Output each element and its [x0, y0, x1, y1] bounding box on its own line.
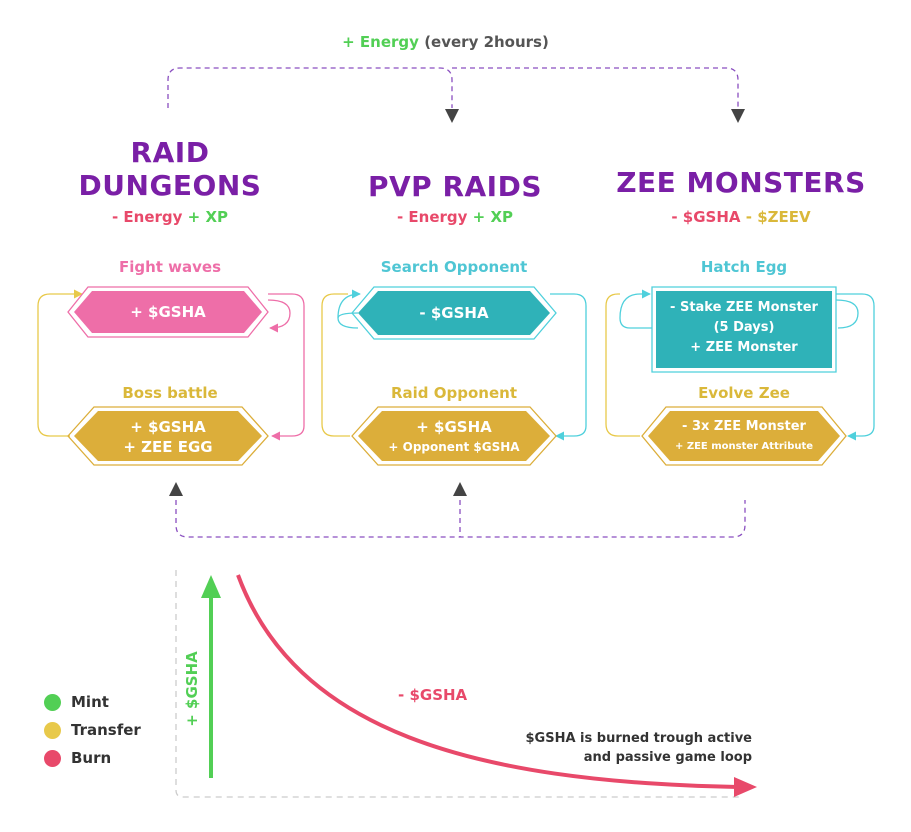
raid-title-line1: RAID	[130, 136, 210, 169]
raid-top-box-text: + $GSHA	[130, 303, 206, 321]
transfer-dot-icon	[44, 721, 61, 739]
burn-note: $GSHA is burned trough active and passiv…	[500, 729, 752, 767]
raid-bottom-line1: + $GSHA	[130, 418, 206, 436]
raid-title-line2: DUNGEONS	[78, 169, 262, 202]
graph-frame	[175, 570, 740, 798]
pvp-bottom-box	[351, 406, 557, 466]
legend-label-burn: Burn	[71, 749, 112, 767]
zee-subtitle: - $GSHA - $ZEEV	[616, 208, 866, 226]
mint-axis-label: + $GSHA	[183, 651, 201, 727]
pvp-bottom-line1: + $GSHA	[416, 418, 492, 436]
zee-top-line2: (5 Days)	[713, 320, 775, 335]
pvp-loops	[321, 289, 587, 441]
legend-item-mint: Mint	[44, 688, 141, 716]
zee-title: ZEE MONSTERS	[616, 166, 866, 199]
raid-title: RAID DUNGEONS	[60, 136, 280, 202]
mint-arrowhead	[201, 575, 221, 598]
zee-top-line3: + ZEE Monster	[690, 340, 798, 355]
energy-header: + Energy (every 2hours)	[0, 33, 891, 51]
zee-loops	[605, 289, 875, 441]
energy-arrowhead-zee	[731, 109, 745, 123]
burn-arrowhead	[734, 777, 757, 797]
zee-cost-zeev: - $ZEEV	[745, 208, 811, 226]
zee-bottom-line1: - 3x ZEE Monster	[682, 419, 806, 434]
energy-arrowhead-pvp	[445, 109, 459, 123]
legend-label-transfer: Transfer	[71, 721, 141, 739]
bottom-connector	[175, 500, 746, 538]
raid-subtitle: - Energy + XP	[60, 208, 280, 226]
zee-top-box-text: - Stake ZEE Monster (5 Days) + ZEE Monst…	[656, 298, 832, 358]
pvp-bottom-label: Raid Opponent	[390, 384, 517, 402]
zee-cost-gsha: - $GSHA	[671, 208, 741, 226]
up-arrowhead-raid	[169, 482, 183, 496]
raid-reward: + XP	[187, 208, 229, 226]
burn-curve	[236, 574, 739, 789]
legend-item-transfer: Transfer	[44, 716, 141, 744]
pvp-top-label: Search Opponent	[380, 258, 528, 276]
energy-interval: (every 2hours)	[424, 33, 549, 51]
pvp-title: PVP RAIDS	[367, 170, 543, 203]
zee-bottom-line2: + ZEE monster Attribute	[674, 441, 814, 452]
zee-bottom-label: Evolve Zee	[698, 384, 790, 402]
raid-bottom-box	[67, 406, 269, 466]
up-arrowhead-pvp	[453, 482, 467, 496]
energy-connector	[167, 67, 739, 108]
pvp-bottom-line2: + Opponent $GSHA	[388, 440, 520, 454]
zee-bottom-box-text: - 3x ZEE Monster + ZEE monster Attribute	[648, 417, 840, 457]
pvp-cost: - Energy	[396, 208, 468, 226]
raid-bottom-label: Boss battle	[122, 384, 218, 402]
raid-top-box	[67, 286, 269, 338]
burn-note-line2: and passive game loop	[583, 750, 752, 765]
mint-dot-icon	[44, 693, 61, 711]
raid-loops	[37, 289, 305, 441]
zee-top-line1: - Stake ZEE Monster	[670, 300, 818, 315]
zee-top-label: Hatch Egg	[700, 258, 788, 276]
legend-label-mint: Mint	[71, 693, 109, 711]
raid-cost: - Energy	[111, 208, 183, 226]
legend-item-burn: Burn	[44, 744, 141, 772]
raid-bottom-box-text: + $GSHA + ZEE EGG	[74, 417, 262, 457]
zee-bottom-box	[641, 406, 847, 466]
burn-note-line1: $GSHA is burned trough active	[525, 731, 752, 746]
pvp-subtitle: - Energy + XP	[340, 208, 570, 226]
energy-label: + Energy	[342, 33, 419, 51]
burn-dot-icon	[44, 749, 61, 767]
pvp-bottom-box-text: + $GSHA + Opponent $GSHA	[358, 417, 550, 457]
pvp-top-box-text: - $GSHA	[419, 304, 489, 322]
zee-top-box	[651, 286, 837, 373]
burn-label: - $GSHA	[398, 686, 468, 704]
pvp-top-box	[351, 286, 557, 340]
legend: Mint Transfer Burn	[44, 688, 141, 772]
raid-bottom-line2: + ZEE EGG	[123, 438, 213, 456]
raid-top-label: Fight waves	[118, 258, 222, 276]
pvp-reward: + XP	[472, 208, 514, 226]
